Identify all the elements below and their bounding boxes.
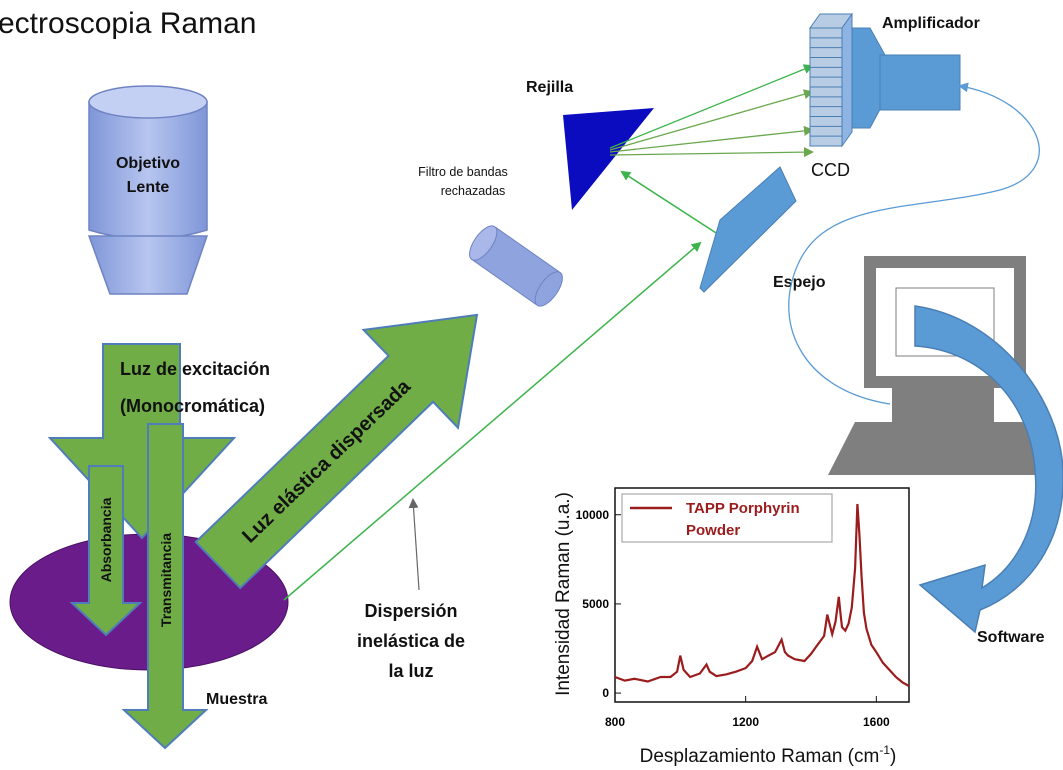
- y-tick-label: 10000: [576, 508, 610, 522]
- y-tick-label: 0: [602, 686, 609, 700]
- diagram-title: ectroscopia Raman: [0, 7, 256, 40]
- absorbance-label: Absorbancia: [98, 497, 114, 582]
- amplifier: [839, 27, 961, 129]
- grating-label: Rejilla: [526, 79, 573, 96]
- absorbance-arrow: [69, 465, 143, 637]
- x-tick-label: 800: [605, 715, 625, 729]
- legend-label-2: Powder: [686, 522, 740, 539]
- inelastic-label-2: inelástica de: [357, 631, 465, 651]
- inelastic-label-1: Dispersión: [364, 601, 457, 621]
- ccd-label: CCD: [811, 160, 850, 180]
- dispersed-beam-1: [609, 64, 814, 149]
- mirror-label: Espejo: [773, 274, 826, 291]
- software-label: Software: [977, 629, 1045, 646]
- x-tick-label: 1200: [732, 715, 759, 729]
- dispersed-beam-4: [609, 147, 814, 158]
- computer: [828, 256, 1063, 475]
- mirror-to-grating-beam: [620, 170, 728, 241]
- inelastic-pointer: [408, 498, 420, 591]
- notch-filter: [469, 225, 563, 307]
- excitation-label-1: Luz de excitación: [120, 359, 270, 379]
- dispersed-beam-3: [609, 125, 814, 153]
- ccd-detector: [809, 12, 853, 148]
- amplifier-label: Amplificador: [882, 15, 980, 32]
- objective-label-1: Objetivo: [116, 155, 180, 172]
- excitation-label-2: (Monocromática): [120, 396, 265, 416]
- y-axis-label: Intensidad Raman (u.a.): [553, 492, 574, 696]
- x-axis-label: Desplazamiento Raman (cm-1): [640, 743, 897, 767]
- y-tick-label: 5000: [582, 597, 609, 611]
- raman-spectrum-chart: 800 1200 1600 0 5000 10000 TAPP Porphyrin Pow…: [553, 487, 910, 767]
- grating: [563, 108, 654, 210]
- excitation-arrow: [47, 343, 237, 540]
- filter-label-2: rechazadas: [441, 184, 506, 198]
- chart-legend: TAPP Porphyrin Powder: [621, 493, 833, 543]
- transmittance-label: Transmitancia: [158, 533, 174, 627]
- software-arrow: [914, 305, 1063, 634]
- spectrum-line: [614, 503, 910, 687]
- transmittance-arrow: [121, 423, 209, 750]
- x-axis-label-sup: -1: [879, 743, 890, 757]
- inelastic-beam: [283, 241, 702, 601]
- x-axis-label-close: ): [890, 746, 896, 767]
- x-tick-label: 1600: [863, 715, 890, 729]
- objective-label-2: Lente: [127, 179, 170, 196]
- inelastic-label-3: la luz: [388, 661, 433, 681]
- dispersed-beam-2: [609, 89, 814, 151]
- cable: [788, 82, 1040, 405]
- mirror: [699, 166, 797, 293]
- objective-lens: Objetivo Lente: [87, 85, 209, 295]
- legend-label-1: TAPP Porphyrin: [686, 500, 800, 517]
- sample-label: Muestra: [206, 691, 267, 708]
- filter-label-1: Filtro de bandas: [418, 165, 508, 179]
- x-axis-label-main: Desplazamiento Raman (cm: [640, 746, 880, 767]
